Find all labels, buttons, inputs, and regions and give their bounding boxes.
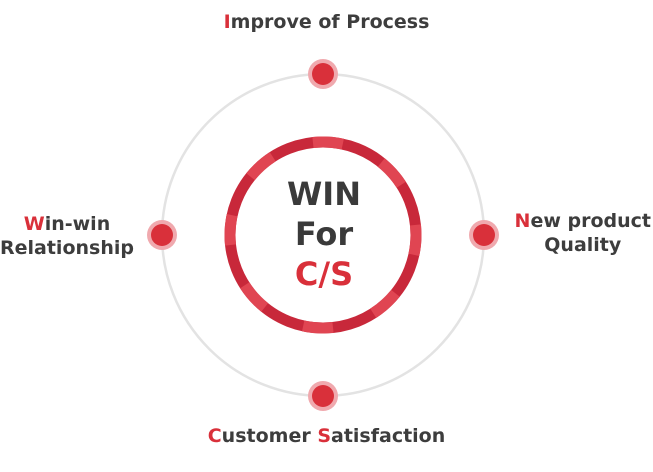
label-left-rest: in-win (44, 213, 111, 235)
label-improve-of-process: Improve of Process (0, 10, 653, 34)
label-top-initial: I (223, 11, 231, 33)
label-bottom-initial2: S (317, 425, 331, 447)
center-line-for: For (294, 215, 354, 253)
node-top (308, 59, 338, 89)
label-left-line1: Win-win (0, 212, 134, 236)
label-right-line1: New product (515, 209, 651, 233)
label-right-rest: ew product (530, 210, 651, 232)
label-top-rest: mprove of Process (230, 11, 430, 33)
center-ring (224, 136, 422, 334)
center-line-win: WIN (287, 175, 361, 213)
label-bottom-initial1: C (207, 425, 222, 447)
label-bottom-rest2: atisfaction (331, 425, 446, 447)
label-right-line2: Quality (544, 234, 622, 256)
center-line-cs: C/S (294, 255, 354, 293)
node-bottom (308, 381, 338, 411)
label-new-product-quality: New product Quality (515, 209, 651, 257)
label-left-line2: Relationship (0, 237, 134, 259)
node-left (147, 220, 177, 250)
label-customer-satisfaction: Customer Satisfaction (0, 424, 653, 448)
label-bottom-rest1: ustomer (221, 425, 318, 447)
label-right-initial: N (514, 210, 531, 232)
label-left-initial: W (23, 213, 45, 235)
node-right (469, 220, 499, 250)
label-win-win-relationship: Win-win Relationship (0, 212, 134, 260)
center-title: WIN For C/S (224, 174, 424, 294)
